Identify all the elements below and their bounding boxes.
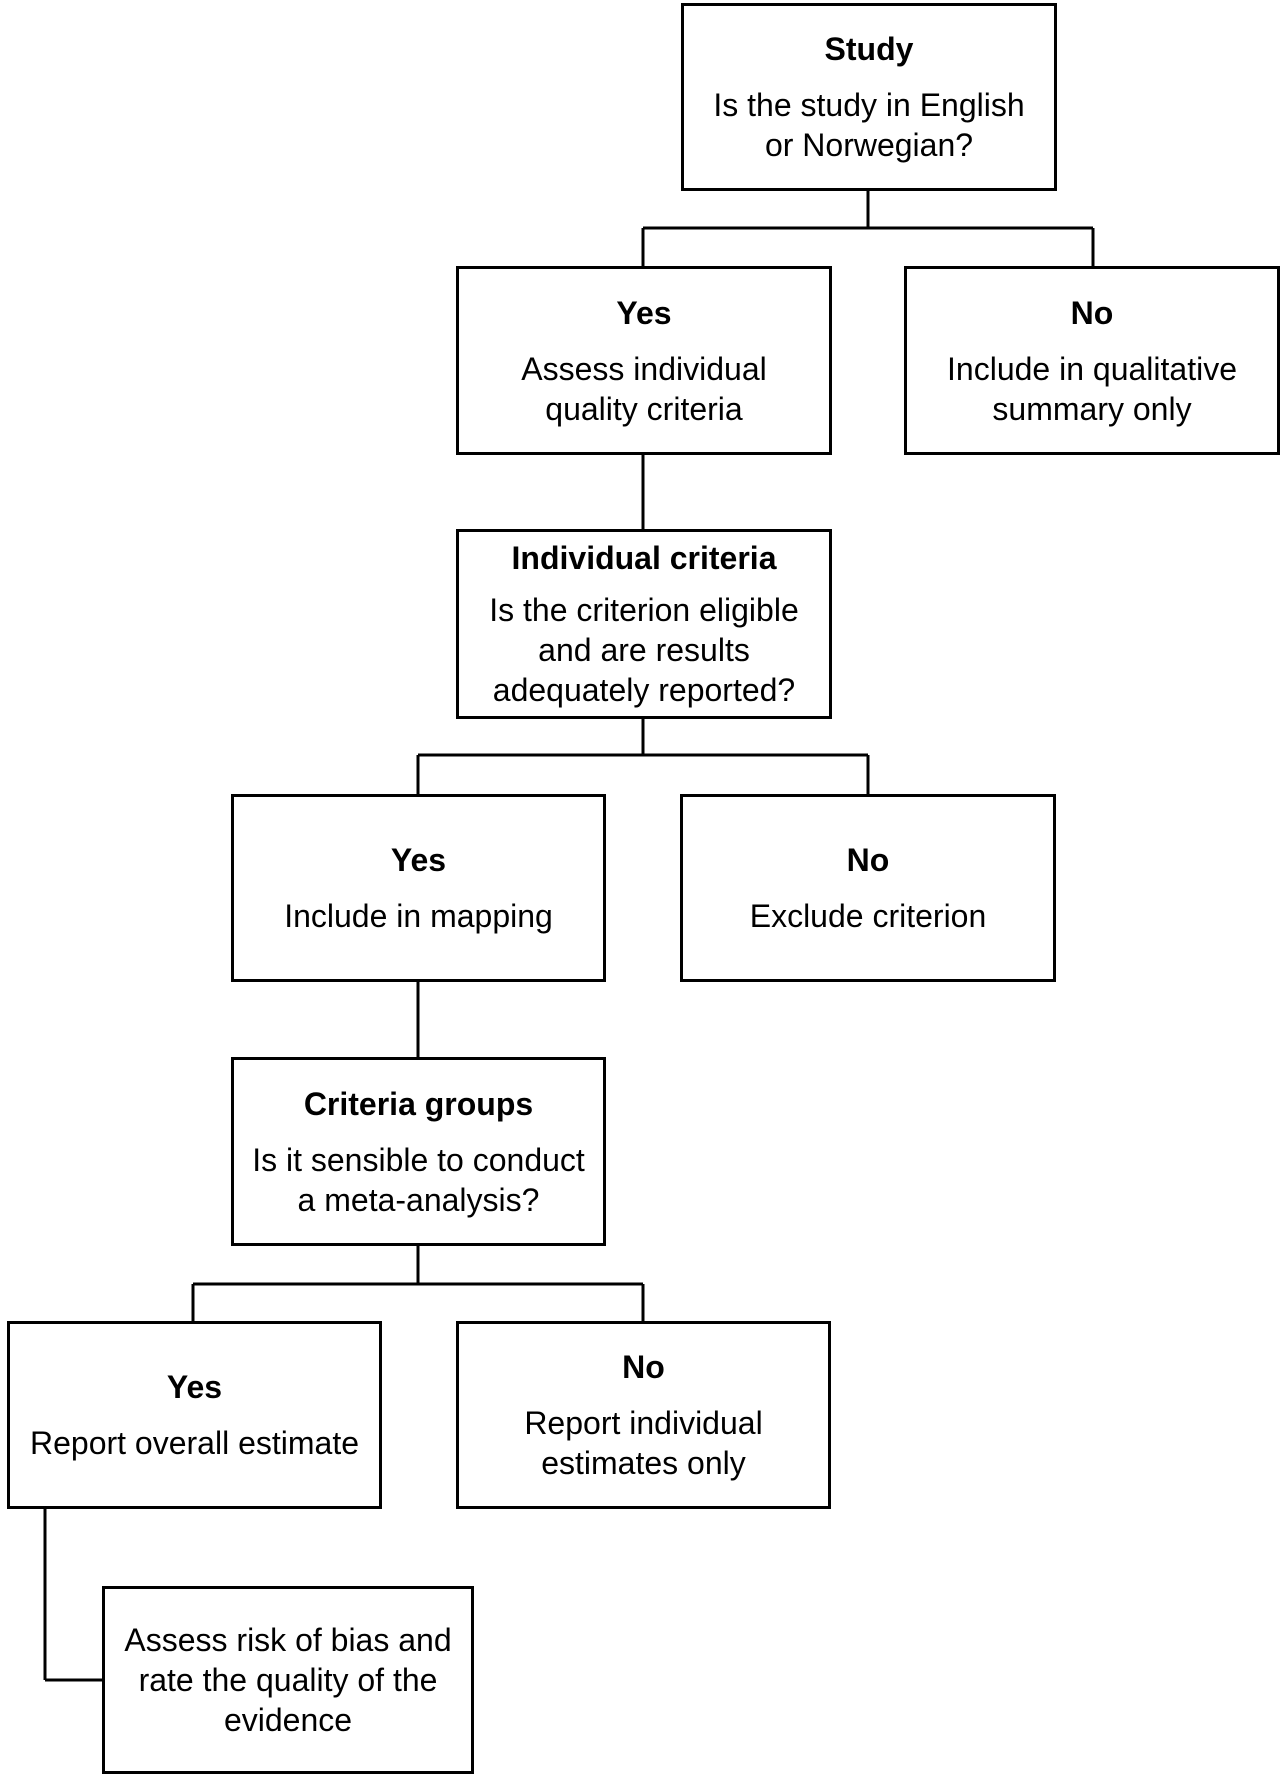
- box-text: Report individual estimates only: [524, 1405, 763, 1481]
- box-text: Include in qualitative summary only: [947, 350, 1237, 427]
- box-text: Assess individual quality criteria: [521, 350, 767, 427]
- box-text: Is it sensible to conduct a meta-analysi…: [252, 1141, 585, 1218]
- box-title: Yes: [616, 294, 672, 331]
- yes-assess-box: Yes Assess individual quality criteria: [456, 266, 832, 455]
- box-title: Criteria groups: [303, 1085, 534, 1122]
- box-title: No: [622, 1349, 665, 1385]
- yes-overall-box: Yes Report overall estimate: [7, 1321, 382, 1509]
- yes-mapping-box: Yes Include in mapping: [231, 794, 606, 982]
- box-text: Report overall estimate: [29, 1425, 360, 1461]
- criteria-groups-box: Criteria groups Is it sensible to conduc…: [231, 1057, 606, 1246]
- box-text: Is the criterion eligible and are result…: [489, 592, 799, 708]
- box-text: Assess risk of bias and rate the quality…: [124, 1622, 452, 1738]
- study-box: Study Is the study in English or Norwegi…: [681, 3, 1057, 191]
- box-text: Include in mapping: [284, 898, 553, 934]
- box-title: No: [846, 842, 890, 878]
- box-title: Study: [824, 31, 914, 67]
- box-title: No: [1070, 294, 1114, 331]
- box-title: Yes: [166, 1369, 223, 1405]
- no-exclude-box: No Exclude criterion: [680, 794, 1056, 982]
- no-individual-estimates-box: No Report individual estimates only: [456, 1321, 831, 1509]
- box-title: Yes: [390, 842, 447, 878]
- individual-criteria-box: Individual criteria Is the criterion eli…: [456, 529, 832, 719]
- no-qualitative-box: No Include in qualitative summary only: [904, 266, 1280, 455]
- box-text: Is the study in English or Norwegian?: [713, 87, 1025, 163]
- assess-bias-box: Assess risk of bias and rate the quality…: [102, 1586, 474, 1774]
- box-text: Exclude criterion: [749, 898, 987, 934]
- box-title: Individual criteria: [511, 540, 777, 576]
